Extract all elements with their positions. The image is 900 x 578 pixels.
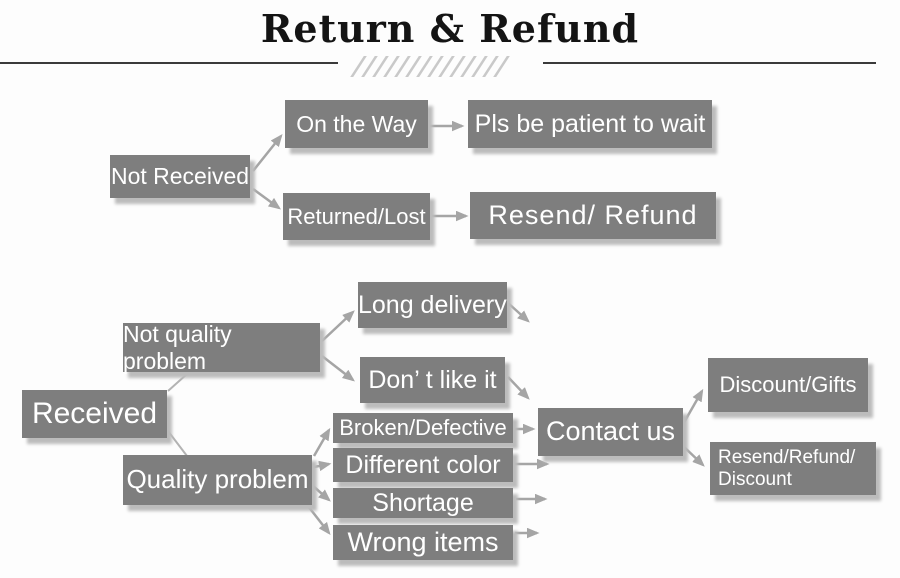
node-broken-defective: Broken/Defective xyxy=(333,413,513,443)
title-rule-right xyxy=(543,62,876,64)
node-wrong-items: Wrong items xyxy=(333,525,513,560)
node-discount-gifts: Discount/Gifts xyxy=(708,358,868,412)
edge-dont-like-it-to-contact-us xyxy=(507,376,530,400)
edge-received-to-not-quality-problem xyxy=(167,373,188,392)
title-slashes-decoration xyxy=(350,55,510,77)
node-not-quality-problem: Not quality problem xyxy=(123,321,320,374)
edge-not-quality-to-long-delivery xyxy=(321,310,355,342)
node-different-color: Different color xyxy=(333,448,513,482)
node-pls-be-patient-to-wait: Pls be patient to wait xyxy=(468,100,712,148)
page-title: Return & Refund xyxy=(260,6,640,51)
edge-not-received-to-on-the-way xyxy=(252,134,283,172)
edge-quality-to-shortage xyxy=(312,485,331,502)
node-dont-like-it: Don’ t like it xyxy=(360,357,505,403)
node-resend-refund: Resend/ Refund xyxy=(470,192,716,239)
node-not-received: Not Received xyxy=(110,155,250,198)
node-resend-refund-discount: Resend/Refund/ Discount xyxy=(710,442,876,495)
edge-not-received-to-returned-lost xyxy=(252,187,282,210)
title-rule-left xyxy=(0,62,338,64)
edge-contact-us-to-resend-refund-discount xyxy=(682,445,705,467)
edge-received-to-quality-problem xyxy=(167,430,188,457)
node-long-delivery: Long delivery xyxy=(358,282,507,328)
node-contact-us: Contact us xyxy=(538,408,683,456)
node-returned-lost: Returned/Lost xyxy=(283,193,430,240)
edge-not-quality-to-dont-like-it xyxy=(321,355,355,382)
edge-quality-to-broken-defective xyxy=(312,427,331,457)
edge-contact-us-to-discount-gifts xyxy=(680,388,704,427)
edge-quality-to-wrong-items xyxy=(307,505,331,535)
edge-quality-to-different-color xyxy=(313,460,332,472)
node-on-the-way: On the Way xyxy=(285,100,428,148)
node-received: Received xyxy=(22,390,167,438)
edge-long-delivery-out xyxy=(507,302,530,323)
node-shortage: Shortage xyxy=(333,488,513,518)
node-quality-problem: Quality problem xyxy=(123,455,312,505)
